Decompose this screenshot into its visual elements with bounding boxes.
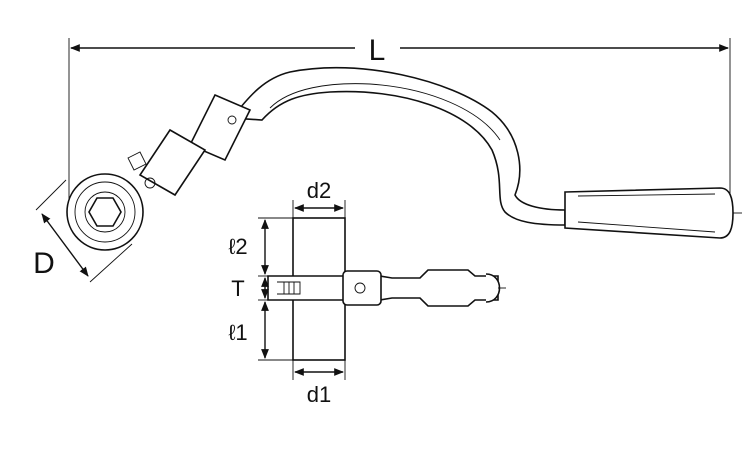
d-extension-1: [35, 179, 67, 211]
head-rivet: [144, 177, 156, 189]
side-handle-body: [267, 269, 499, 307]
d-label: D: [33, 247, 55, 280]
length-dimension: L: [68, 34, 731, 218]
handle-shaft-highlight: [269, 83, 501, 141]
d-arrow: [41, 213, 89, 277]
grip-line-1: [577, 193, 716, 197]
pawl-lever: [127, 151, 147, 171]
handle-shaft: [230, 66, 566, 226]
ratchet-head: [66, 173, 144, 251]
length-label: L: [369, 34, 386, 67]
l1-label: ℓ1: [228, 320, 247, 345]
hex-socket-circle: [84, 191, 126, 233]
d2-label: d2: [307, 178, 331, 203]
hex-socket: [88, 197, 122, 227]
ratchet-gear-ring: [74, 181, 136, 243]
l2-label: ℓ2: [228, 234, 247, 259]
side-view: d2 d1 ℓ2 T ℓ1: [228, 178, 506, 407]
d1-label: d1: [307, 382, 331, 407]
side-pivot-block: [342, 270, 382, 306]
diameter-dimension: D: [33, 179, 133, 283]
d-extension-2: [89, 243, 133, 283]
joint-pin: [227, 115, 237, 125]
side-pawl: [277, 281, 301, 295]
wrench-main: [66, 66, 742, 251]
joint-block: [138, 128, 207, 197]
grip-line-2: [577, 221, 716, 233]
t-label: T: [231, 276, 244, 301]
joint-sleeve: [188, 93, 252, 162]
side-pivot-pin: [354, 282, 366, 294]
